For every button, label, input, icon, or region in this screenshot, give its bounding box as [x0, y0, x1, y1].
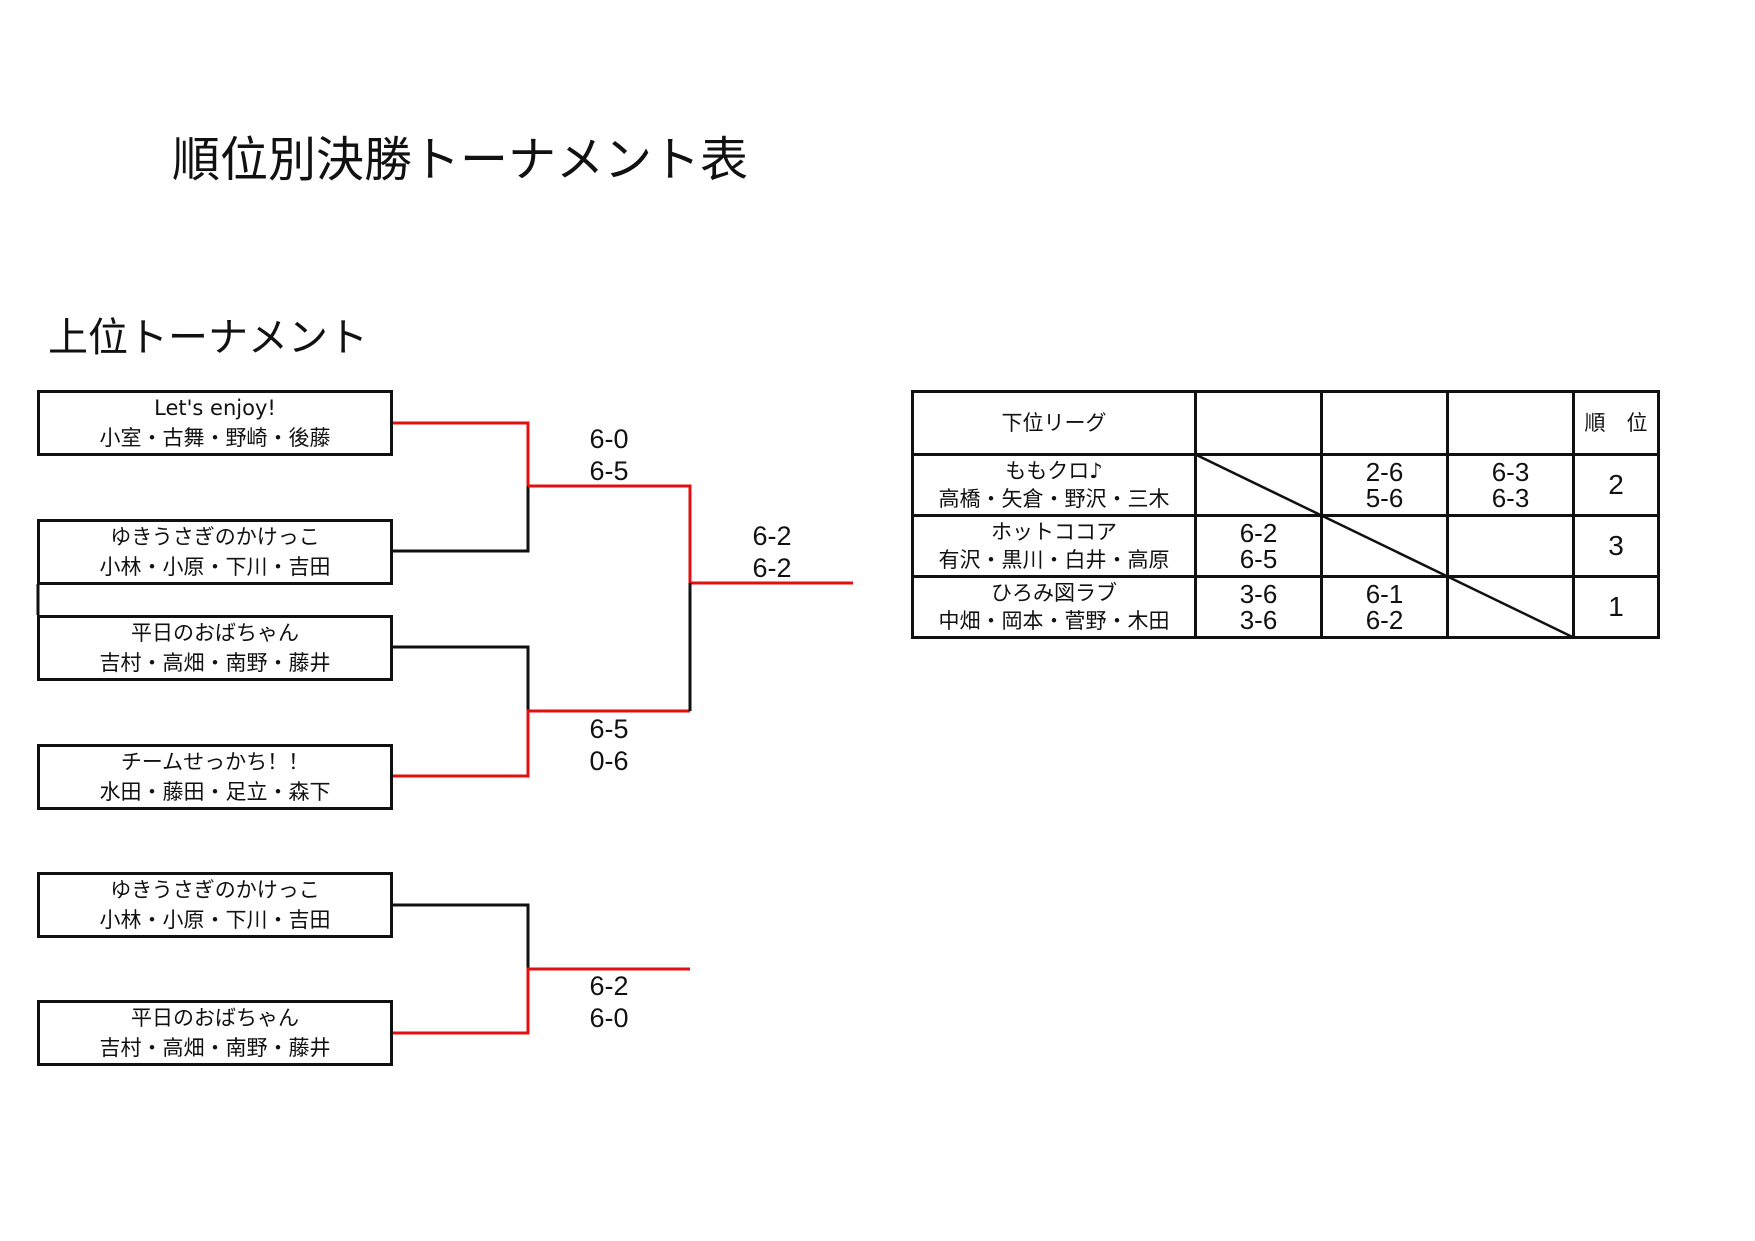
team-box: ゆきうさぎのかけっこ小林・小原・下川・吉田 — [37, 519, 393, 585]
team-members: 小室・古舞・野崎・後藤 — [99, 426, 331, 450]
header-cell — [1446, 390, 1575, 456]
team-members: 吉村・高畑・南野・藤井 — [99, 1036, 331, 1060]
team-name: ももクロ♪ — [1005, 459, 1103, 483]
team-name: 平日のおばちゃん — [131, 1006, 299, 1030]
league-team: ホットココア有沢・黒川・白井・高原 — [911, 514, 1197, 578]
team-name: チームせっかち！！ — [120, 750, 310, 774]
team-name: Let's enjoy! — [154, 396, 276, 420]
team-members: 吉村・高畑・南野・藤井 — [99, 651, 331, 675]
score-line: 6-5 — [589, 714, 629, 744]
team-members: 小林・小原・下川・吉田 — [99, 555, 331, 579]
team-members: 中畑・岡本・菅野・木田 — [938, 609, 1170, 633]
score-line: 6-2 — [589, 971, 629, 1001]
team-name: ゆきうさぎのかけっこ — [110, 525, 320, 549]
team-members: 高橋・矢倉・野沢・三木 — [938, 487, 1170, 511]
score-line: 6-2 — [752, 521, 792, 551]
header-cell — [1194, 390, 1323, 456]
score-line: 2-6 — [1365, 457, 1404, 487]
rank-cell: 1 — [1572, 575, 1660, 639]
league-team: ももクロ♪ 高橋・矢倉・野沢・三木 — [911, 453, 1197, 517]
result-cell — [1446, 514, 1575, 578]
team-name: 平日のおばちゃん — [131, 621, 299, 645]
team-box: ゆきうさぎのかけっこ小林・小原・下川・吉田 — [37, 872, 393, 938]
header-cell — [1320, 390, 1449, 456]
score-line: 6-5 — [589, 456, 629, 486]
rank-cell: 2 — [1572, 453, 1660, 517]
diagonal-line — [1194, 453, 1323, 517]
team-name: ゆきうさぎのかけっこ — [110, 878, 320, 902]
rank-cell: 3 — [1572, 514, 1660, 578]
rank-header: 順 位 — [1572, 390, 1660, 456]
score-line: 6-2 — [1239, 518, 1278, 548]
score-line: 6-2 — [752, 553, 792, 583]
score-line: 3-6 — [1239, 579, 1278, 609]
upper-tournament-heading: 上位トーナメント — [48, 315, 368, 361]
score-line: 5-6 — [1365, 483, 1404, 513]
team-box: 平日のおばちゃん吉村・高畑・南野・藤井 — [37, 1000, 393, 1066]
team-members: 有沢・黒川・白井・高原 — [938, 548, 1170, 572]
league-heading: 下位リーグ — [911, 390, 1197, 456]
team-members: 小林・小原・下川・吉田 — [99, 908, 331, 932]
score-line: 6-5 — [1239, 544, 1278, 574]
league-team: ひろみ図ラブ中畑・岡本・菅野・木田 — [911, 575, 1197, 639]
page-title: 順位別決勝トーナメント表 — [172, 132, 749, 188]
score-line: 6-3 — [1491, 457, 1530, 487]
score-line: 6-1 — [1365, 579, 1404, 609]
score-line: 0-6 — [589, 746, 629, 776]
team-name: ホットココア — [991, 520, 1117, 544]
team-box: 平日のおばちゃん吉村・高畑・南野・藤井 — [37, 615, 393, 681]
diagonal-line — [1446, 575, 1575, 639]
team-box: チームせっかち！！ 水田・藤田・足立・森下 — [37, 744, 393, 810]
team-name: ひろみ図ラブ — [991, 581, 1117, 605]
score-line: 6-3 — [1491, 483, 1530, 513]
diagonal-line — [1320, 514, 1449, 578]
team-members: 水田・藤田・足立・森下 — [99, 780, 331, 804]
score-line: 3-6 — [1239, 605, 1278, 635]
score-line: 6-2 — [1365, 605, 1404, 635]
score-line: 6-0 — [589, 424, 629, 454]
score-line: 6-0 — [589, 1003, 629, 1033]
team-box: Let's enjoy! 小室・古舞・野崎・後藤 — [37, 390, 393, 456]
